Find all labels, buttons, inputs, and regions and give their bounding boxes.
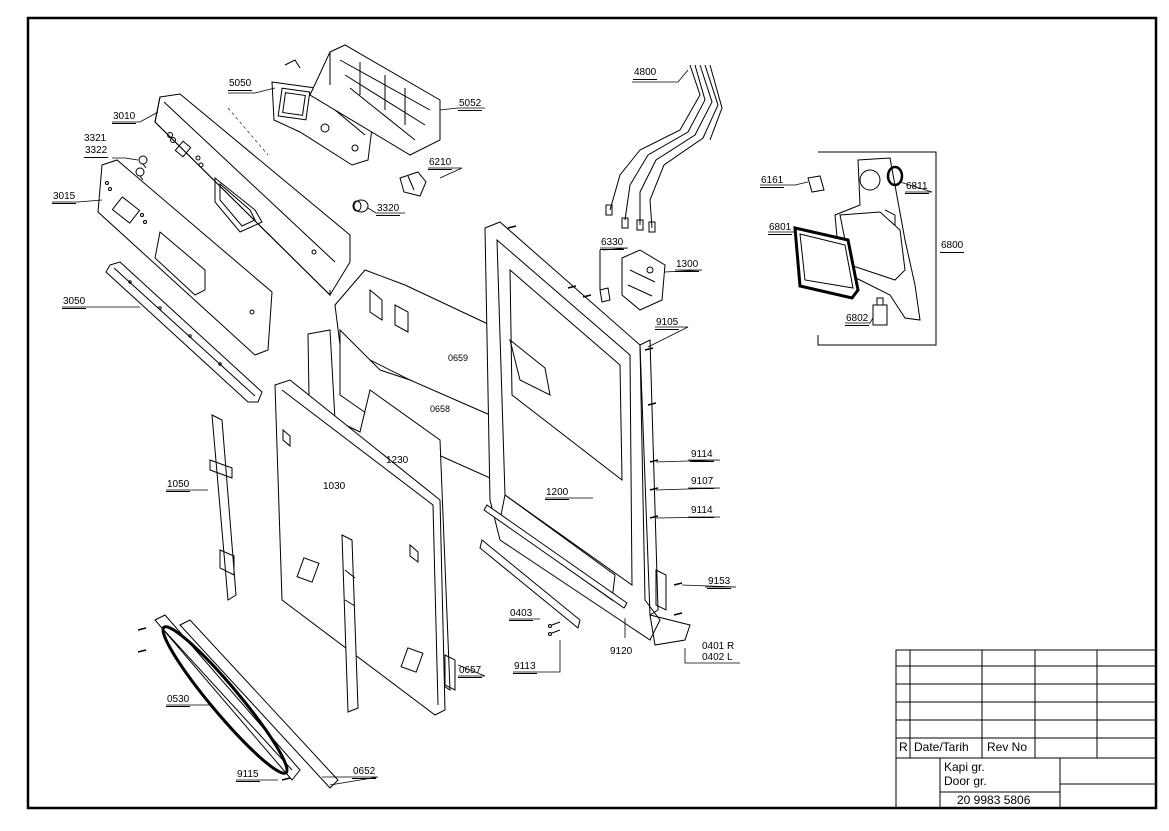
- part-0530-kick-plate: [154, 614, 301, 781]
- label-0657: 0657: [458, 665, 483, 678]
- label-3320: 3320: [376, 203, 401, 216]
- part-0403-strips: [479, 504, 628, 629]
- label-0401r: 0401 R: [702, 641, 735, 652]
- label-9114-lower: 9114: [690, 505, 714, 518]
- part-9113-screws: [548, 621, 561, 636]
- label-3321: 3321: [84, 133, 107, 144]
- part-1300-door-lock: [621, 249, 666, 311]
- part-5052-frame: [309, 44, 441, 156]
- title-block-name-en: Door gr.: [944, 774, 987, 788]
- label-9120: 9120: [610, 646, 633, 657]
- label-6210: 6210: [428, 157, 453, 170]
- part-side-rail: [639, 339, 691, 646]
- label-4800: 4800: [633, 67, 658, 80]
- part-1050-hinge-rail: [209, 414, 237, 601]
- label-1050: 1050: [166, 479, 191, 492]
- label-1230: 1230: [386, 455, 409, 466]
- label-3322: 3322: [84, 145, 109, 158]
- label-6802: 6802: [845, 313, 870, 326]
- label-3050: 3050: [62, 296, 87, 309]
- part-6811-ring: [886, 165, 904, 187]
- part-6330-clip: [599, 250, 611, 303]
- label-9114-upper: 9114: [690, 449, 714, 462]
- label-6811: 6811: [905, 181, 929, 194]
- part-4800-wiring-harness: [605, 64, 723, 233]
- part-6210-switch: [399, 171, 427, 197]
- label-9105: 9105: [655, 317, 680, 330]
- part-6802-actuator: [872, 297, 888, 326]
- part-0652-panel: [179, 619, 339, 789]
- label-6801: 6801: [768, 222, 793, 235]
- title-block-date: Date/Tarih: [914, 740, 969, 754]
- title-block-number: 20 9983 5806: [957, 793, 1031, 807]
- label-0652: 0652: [352, 766, 377, 779]
- label-3015: 3015: [52, 191, 77, 204]
- label-5050: 5050: [228, 78, 253, 91]
- part-1030-hinge-slot: [341, 534, 359, 713]
- title-block-r: R: [899, 740, 908, 754]
- label-0530: 0530: [166, 694, 191, 707]
- label-1300: 1300: [675, 259, 700, 272]
- label-9113: 9113: [513, 661, 537, 674]
- title-block-name-tr: Kapi gr.: [944, 760, 985, 774]
- label-0659: 0659: [448, 353, 469, 363]
- title-block-rev: Rev No: [987, 740, 1028, 754]
- label-9115: 9115: [236, 769, 260, 782]
- label-0403: 0403: [509, 608, 534, 621]
- part-6801-gasket: [793, 226, 860, 300]
- label-1200: 1200: [545, 487, 570, 500]
- part-3320-knob: [352, 199, 369, 213]
- part-3010-control-panel: [154, 93, 351, 297]
- part-3050-handle-strip: [105, 261, 263, 403]
- title-block: [895, 649, 1157, 809]
- part-6161-clip: [807, 175, 825, 193]
- label-6330: 6330: [600, 237, 625, 250]
- label-6800: 6800: [940, 240, 965, 253]
- part-1030-inner-door: [274, 379, 446, 716]
- label-1030: 1030: [323, 481, 346, 492]
- drawing-border: [26, 16, 1158, 810]
- label-5052: 5052: [458, 98, 483, 111]
- leader-lines: [52, 69, 933, 786]
- label-3010: 3010: [112, 111, 137, 124]
- part-0657-seal: [444, 654, 456, 691]
- label-6161: 6161: [760, 175, 785, 188]
- label-0402l: 0402 L: [702, 652, 733, 663]
- label-0658: 0658: [430, 404, 451, 414]
- screws: [137, 225, 683, 781]
- bracket-6800: [817, 151, 937, 346]
- label-9153: 9153: [707, 576, 732, 589]
- part-3015-front-panel: [97, 159, 273, 356]
- label-9107: 9107: [690, 476, 715, 489]
